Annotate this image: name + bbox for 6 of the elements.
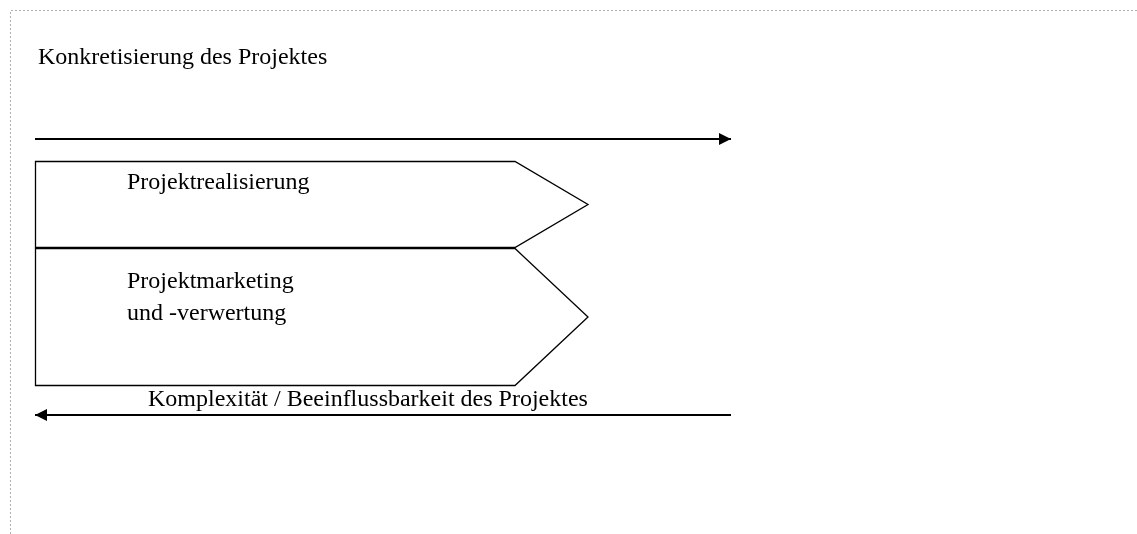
chevron-shape (35, 161, 589, 248)
arrow-label: Komplexität / Beeinflussbarkeit des Projektes (148, 384, 588, 412)
step-label: Projektmarketing und -verwertung (127, 266, 295, 327)
arrow-label: Konkretisierung des Projektes (38, 42, 328, 70)
step-label: Projektrealisierung (127, 167, 311, 196)
chevron-shape (35, 248, 589, 386)
